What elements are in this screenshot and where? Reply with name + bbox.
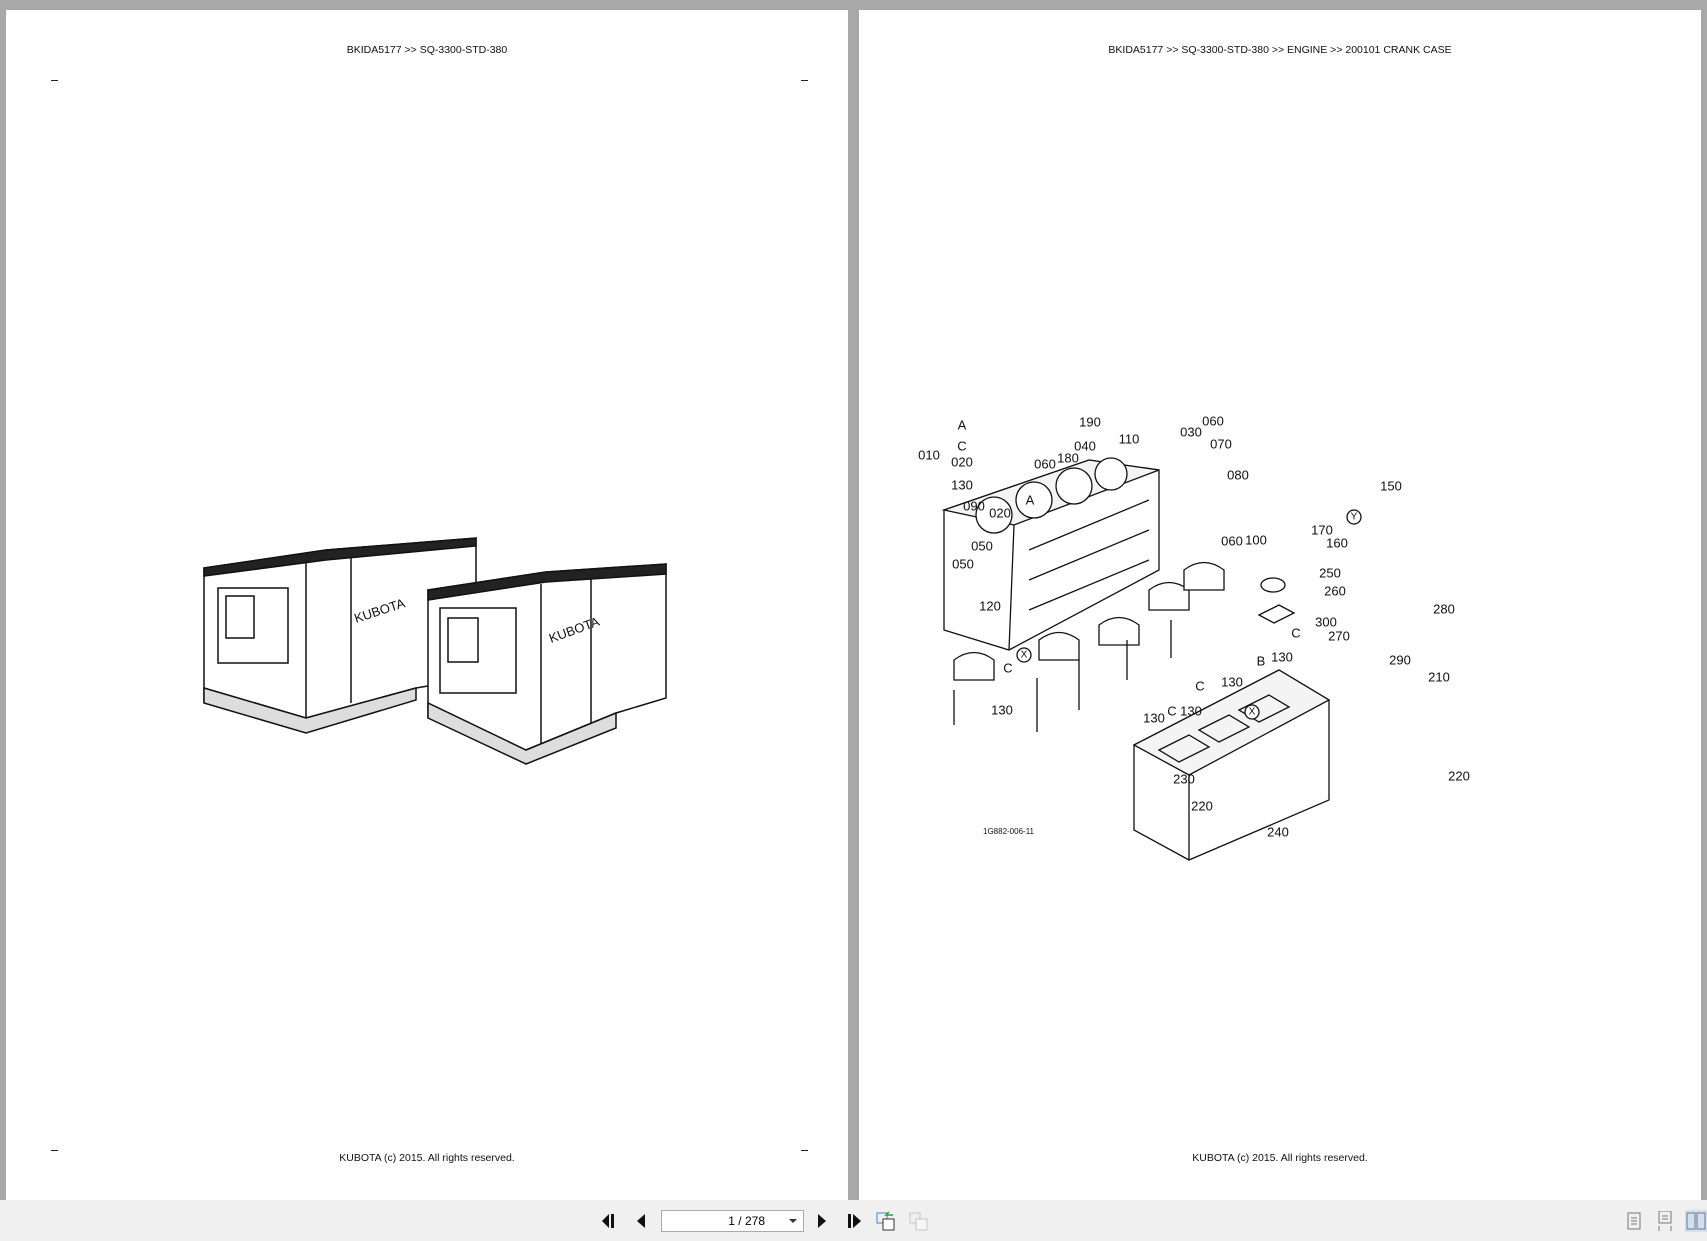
continuous-view-icon [1658, 1211, 1672, 1231]
page-footer: KUBOTA (c) 2015. All rights reserved. [339, 1152, 515, 1164]
chevron-down-icon[interactable] [789, 1219, 797, 1223]
callout-label: 240 [1267, 824, 1289, 840]
callout-label: 130 [951, 477, 973, 493]
go-back-view-button[interactable] [875, 1210, 897, 1232]
callout-label: 040 [1074, 438, 1096, 454]
go-forward-view-button[interactable] [908, 1210, 930, 1232]
crop-mark [801, 1150, 808, 1151]
callout-label: 060 [1221, 533, 1243, 549]
callout-label: 280 [1433, 601, 1455, 617]
first-page-button[interactable] [598, 1210, 620, 1232]
callout-label: Y [1350, 511, 1358, 523]
right-page: BKIDA5177 >> SQ-3300-STD-380 >> ENGINE >… [859, 10, 1701, 1200]
callout-label: C [1003, 660, 1013, 676]
two-page-view-icon [1686, 1212, 1706, 1230]
page-indicator: 1 / 278 [728, 1214, 765, 1228]
callout-label: C [1195, 678, 1205, 694]
callout-label: 100 [1245, 532, 1267, 548]
go-forward-view-icon [909, 1212, 928, 1231]
callout-label: 230 [1173, 771, 1195, 787]
callout-label: 160 [1326, 535, 1348, 551]
page-number-input[interactable]: 1 / 278 [661, 1210, 804, 1232]
callout-label: 020 [989, 505, 1011, 521]
callout-label: 170 [1311, 522, 1333, 538]
callout-label: C [1167, 703, 1177, 719]
callout-label: 260 [1324, 583, 1346, 599]
callout-label: 190 [1079, 414, 1101, 430]
callout-label: 080 [1227, 467, 1249, 483]
generator-sets-illustration: KUBOTA KUBOTA [203, 537, 667, 765]
callout-label: C [957, 438, 967, 454]
callout-label: 110 [1118, 431, 1140, 447]
callout-label: 120 [979, 598, 1001, 614]
callout-label: 020 [951, 454, 973, 470]
previous-page-icon [637, 1214, 645, 1228]
page-header: BKIDA5177 >> SQ-3300-STD-380 >> ENGINE >… [1108, 44, 1452, 56]
previous-page-button[interactable] [630, 1210, 652, 1232]
callout-label: 050 [952, 556, 974, 572]
two-page-view-button[interactable] [1685, 1210, 1707, 1232]
crop-mark [51, 80, 58, 81]
callout-label: 150 [1380, 478, 1402, 494]
figure-id: 1G882-006-11 [983, 827, 1034, 836]
callout-label: 070 [1210, 436, 1232, 452]
page-footer: KUBOTA (c) 2015. All rights reserved. [1192, 1152, 1368, 1164]
callout-label: 210 [1428, 669, 1450, 685]
last-page-button[interactable] [843, 1210, 865, 1232]
left-page: BKIDA5177 >> SQ-3300-STD-380 KUBOTA KUBO… [6, 10, 848, 1200]
callout-label: 130 [1271, 649, 1293, 665]
callout-label: 220 [1191, 798, 1213, 814]
single-page-view-icon [1627, 1212, 1641, 1230]
callout-label: 050 [971, 538, 993, 554]
go-back-view-icon [876, 1211, 895, 1231]
next-page-button[interactable] [813, 1210, 831, 1232]
crop-mark [801, 80, 808, 81]
callout-label: 030 [1180, 424, 1202, 440]
callout-label: X [1020, 649, 1028, 661]
callout-label: 270 [1328, 628, 1350, 644]
callout-label: 060 [1202, 413, 1224, 429]
callout-label: A [1025, 492, 1035, 508]
callout-label: 130 [991, 702, 1013, 718]
crop-mark [51, 1150, 58, 1151]
single-page-view-button[interactable] [1624, 1210, 1644, 1232]
callout-label: X [1248, 706, 1256, 718]
callout-label: 060 [1034, 456, 1056, 472]
callout-label: 130 [1221, 674, 1243, 690]
callout-label: B [1256, 653, 1266, 669]
callout-label: 250 [1319, 565, 1341, 581]
page-header: BKIDA5177 >> SQ-3300-STD-380 [346, 44, 508, 56]
viewer-toolbar: 1 / 278 [0, 1200, 1707, 1241]
callout-label: 130 [1180, 703, 1202, 719]
callout-label: 220 [1448, 768, 1470, 784]
crank-case-exploded-diagram [941, 457, 1362, 861]
callout-label: 090 [963, 498, 985, 514]
callout-label: C [1291, 625, 1301, 641]
callout-label: 300 [1315, 614, 1337, 630]
callout-label: 180 [1057, 450, 1079, 466]
callout-label: 010 [918, 447, 940, 463]
callout-label: A [957, 417, 967, 433]
last-page-icon [848, 1214, 861, 1228]
next-page-icon [818, 1214, 826, 1228]
callout-label: 130 [1143, 710, 1165, 726]
continuous-view-button[interactable] [1655, 1210, 1675, 1232]
callout-label: 290 [1389, 652, 1411, 668]
first-page-icon [602, 1214, 614, 1228]
